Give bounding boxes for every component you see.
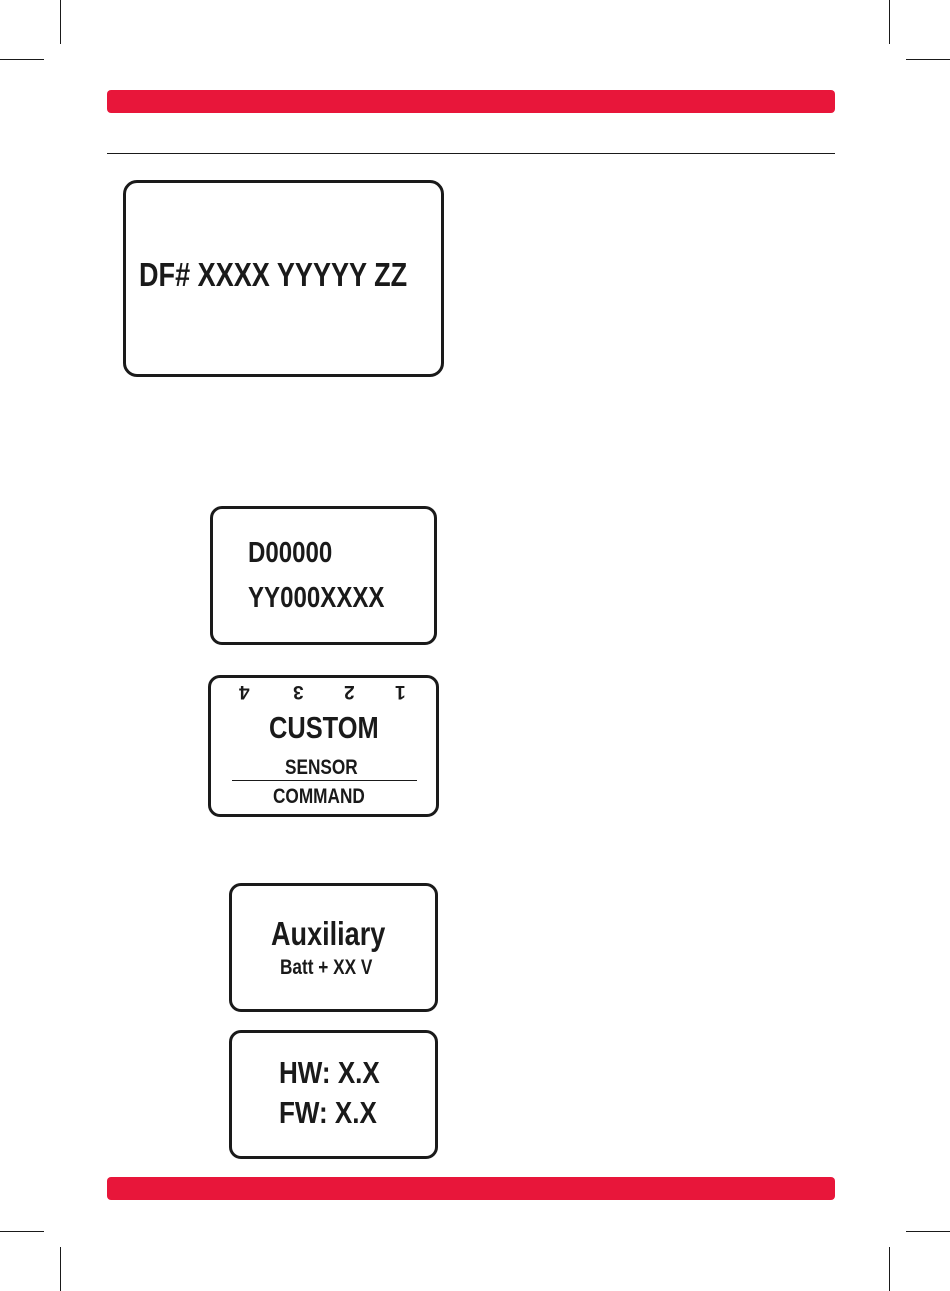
serial-line-1: D00000 xyxy=(248,537,332,570)
crop-mark xyxy=(906,1231,950,1232)
device-id-text: DF# XXXX YYYYY ZZ xyxy=(139,256,407,294)
battery-voltage: Batt + XX V xyxy=(280,956,372,980)
serial-line-2: YY000XXXX xyxy=(248,582,384,615)
sensor-label: SENSOR xyxy=(285,756,358,780)
channel-digits: 4 3 2 1 xyxy=(233,682,423,704)
channel-digit: 2 xyxy=(344,682,355,701)
header-rule xyxy=(107,153,835,154)
serial-display: D00000 YY000XXXX xyxy=(210,506,437,645)
channel-digit: 3 xyxy=(293,682,304,701)
custom-sensor-display: 4 3 2 1 CUSTOM SENSOR COMMAND xyxy=(208,675,439,817)
device-id-display: DF# XXXX YYYYY ZZ xyxy=(123,180,444,377)
crop-mark xyxy=(60,0,61,44)
auxiliary-display: Auxiliary Batt + XX V xyxy=(229,883,438,1012)
crop-mark xyxy=(889,0,890,44)
firmware-version: FW: X.X xyxy=(279,1095,377,1131)
custom-title: CUSTOM xyxy=(269,710,379,746)
header-accent-bar xyxy=(107,90,835,113)
hardware-version: HW: X.X xyxy=(279,1055,380,1091)
channel-digit: 4 xyxy=(239,682,250,701)
command-label: COMMAND xyxy=(273,785,365,809)
display-divider xyxy=(232,780,417,781)
auxiliary-title: Auxiliary xyxy=(271,915,385,953)
crop-mark xyxy=(889,1247,890,1291)
crop-mark xyxy=(0,59,44,60)
crop-mark xyxy=(0,1231,44,1232)
version-display: HW: X.X FW: X.X xyxy=(229,1030,438,1159)
crop-mark xyxy=(60,1247,61,1291)
crop-mark xyxy=(906,59,950,60)
channel-digit: 1 xyxy=(395,682,406,701)
footer-accent-bar xyxy=(107,1177,835,1200)
